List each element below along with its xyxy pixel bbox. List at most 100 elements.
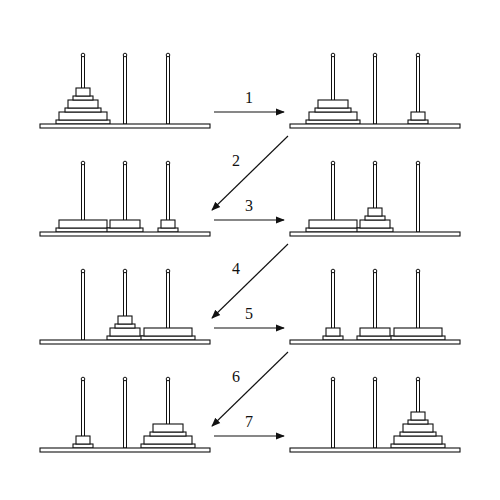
disk-body — [161, 220, 175, 228]
peg-tip — [123, 53, 127, 57]
disk-body — [144, 328, 192, 336]
disk-flange — [365, 216, 385, 220]
peg-tip — [331, 377, 335, 381]
peg-tip — [81, 161, 85, 165]
base-board — [40, 124, 210, 128]
disk-flange — [56, 120, 110, 124]
peg-tip — [373, 53, 377, 57]
peg-tip — [81, 269, 85, 273]
step-number: 5 — [243, 305, 255, 323]
disk-flange — [56, 228, 110, 232]
disk-flange — [306, 228, 360, 232]
disk-body — [118, 316, 132, 324]
base-board — [40, 340, 210, 344]
peg-rod — [167, 56, 170, 124]
disk-body — [309, 220, 357, 228]
disk-body — [403, 424, 433, 432]
disk-flange — [408, 420, 428, 424]
disk-flange — [315, 108, 351, 112]
disk-body — [68, 100, 98, 108]
base-board — [290, 340, 460, 344]
peg-tip — [373, 161, 377, 165]
peg-tip — [166, 377, 170, 381]
disk-body — [110, 328, 140, 336]
disk-body — [326, 328, 340, 336]
disk-body — [360, 220, 390, 228]
disk-body — [318, 100, 348, 108]
step-number: 6 — [230, 368, 242, 386]
step-number: 7 — [243, 413, 255, 431]
step-arrow — [214, 327, 284, 328]
disk-flange — [73, 96, 93, 100]
peg-rod — [82, 272, 85, 340]
peg-tip — [166, 269, 170, 273]
step-number: 1 — [243, 89, 255, 107]
peg-tip — [416, 53, 420, 57]
peg-tip — [416, 161, 420, 165]
peg-rod — [374, 380, 377, 448]
peg-tip — [416, 377, 420, 381]
disk-flange — [141, 444, 195, 448]
base-board — [290, 448, 460, 452]
disk-body — [368, 208, 382, 216]
disk-body — [144, 436, 192, 444]
disk-flange — [141, 336, 195, 340]
disk-body — [394, 436, 442, 444]
disk-body — [411, 412, 425, 420]
disk-flange — [323, 336, 343, 340]
disk-flange — [65, 108, 101, 112]
disk-flange — [391, 444, 445, 448]
step-number: 3 — [243, 197, 255, 215]
disk-flange — [400, 432, 436, 436]
disk-body — [59, 112, 107, 120]
disk-body — [76, 88, 90, 96]
peg-tip — [166, 53, 170, 57]
peg-tip — [331, 269, 335, 273]
disk-flange — [306, 120, 360, 124]
disk-body — [394, 328, 442, 336]
disk-body — [76, 436, 90, 444]
peg-rod — [374, 56, 377, 124]
peg-tip — [373, 269, 377, 273]
peg-rod — [417, 164, 420, 232]
base-board — [290, 124, 460, 128]
peg-rod — [124, 380, 127, 448]
base-board — [40, 448, 210, 452]
peg-tip — [331, 161, 335, 165]
disk-flange — [357, 228, 393, 232]
peg-tip — [123, 161, 127, 165]
disk-flange — [107, 228, 143, 232]
peg-rod — [332, 380, 335, 448]
peg-tip — [81, 53, 85, 57]
peg-rod — [124, 56, 127, 124]
disk-body — [153, 424, 183, 432]
disk-flange — [73, 444, 93, 448]
step-number: 2 — [230, 152, 242, 170]
disk-body — [411, 112, 425, 120]
step-arrow — [214, 219, 284, 220]
peg-tip — [416, 269, 420, 273]
disk-flange — [357, 336, 393, 340]
disk-flange — [391, 336, 445, 340]
step-arrow — [214, 111, 284, 112]
disk-flange — [408, 120, 428, 124]
step-number: 4 — [230, 260, 242, 278]
step-arrow — [214, 435, 284, 436]
peg-tip — [81, 377, 85, 381]
disk-body — [59, 220, 107, 228]
peg-tip — [166, 161, 170, 165]
disk-body — [110, 220, 140, 228]
disk-body — [309, 112, 357, 120]
peg-tip — [123, 269, 127, 273]
disk-flange — [150, 432, 186, 436]
disk-body — [360, 328, 390, 336]
peg-tip — [373, 377, 377, 381]
base-board — [290, 232, 460, 236]
disk-flange — [115, 324, 135, 328]
base-board — [40, 232, 210, 236]
peg-tip — [123, 377, 127, 381]
disk-flange — [158, 228, 178, 232]
peg-tip — [331, 53, 335, 57]
disk-flange — [107, 336, 143, 340]
